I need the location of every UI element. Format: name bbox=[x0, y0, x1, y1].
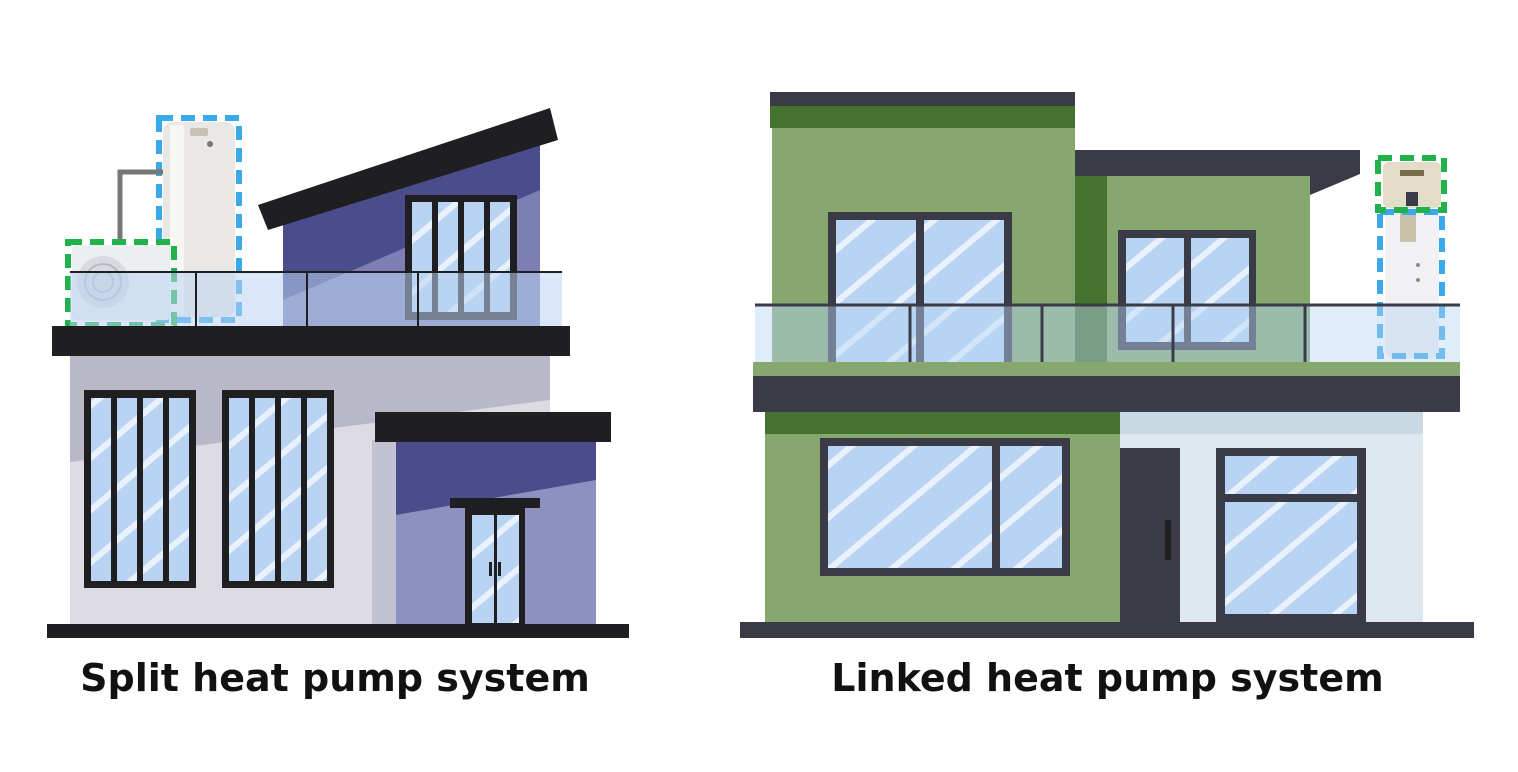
entrance-door bbox=[450, 498, 540, 626]
tank-highlight bbox=[1377, 209, 1445, 359]
balcony-ledge bbox=[753, 362, 1460, 376]
lower-window-right bbox=[1216, 448, 1366, 624]
lower-wall-green-trim bbox=[765, 412, 1120, 434]
front-door bbox=[1120, 448, 1180, 624]
lower-wall-side bbox=[372, 440, 400, 626]
entrance-wall-shade bbox=[396, 440, 596, 515]
split-system-house bbox=[47, 108, 629, 638]
tall-window-left bbox=[84, 390, 196, 588]
outdoor-unit-highlight bbox=[1375, 155, 1447, 213]
linked-system-house bbox=[740, 92, 1474, 638]
entrance-canopy bbox=[375, 412, 611, 442]
slanted-roof bbox=[258, 108, 558, 230]
lower-window-large bbox=[820, 438, 1070, 576]
caption-linked-system: Linked heat pump system bbox=[831, 656, 1384, 700]
roof-slab bbox=[52, 326, 570, 356]
water-tank-icon bbox=[1385, 208, 1439, 358]
connecting-pipe bbox=[117, 169, 163, 245]
ground-base bbox=[47, 624, 629, 638]
heat-pump-outdoor-unit-icon bbox=[1383, 162, 1441, 208]
balcony-railing bbox=[755, 303, 1460, 362]
upper-window-large bbox=[828, 212, 1012, 362]
balcony-railing bbox=[70, 271, 562, 327]
upper-left-trim bbox=[770, 106, 1075, 128]
tall-window-right bbox=[222, 390, 334, 588]
ground-base bbox=[740, 622, 1474, 638]
upper-right-roof bbox=[1075, 150, 1360, 195]
lower-wall-light-trim bbox=[1120, 412, 1423, 434]
upper-window-small bbox=[1118, 230, 1256, 350]
upper-left-roof bbox=[770, 92, 1075, 106]
upper-right-divider bbox=[1075, 172, 1107, 365]
floor-slab bbox=[753, 376, 1460, 412]
water-tank-icon bbox=[163, 122, 235, 317]
caption-split-system: Split heat pump system bbox=[80, 656, 590, 700]
